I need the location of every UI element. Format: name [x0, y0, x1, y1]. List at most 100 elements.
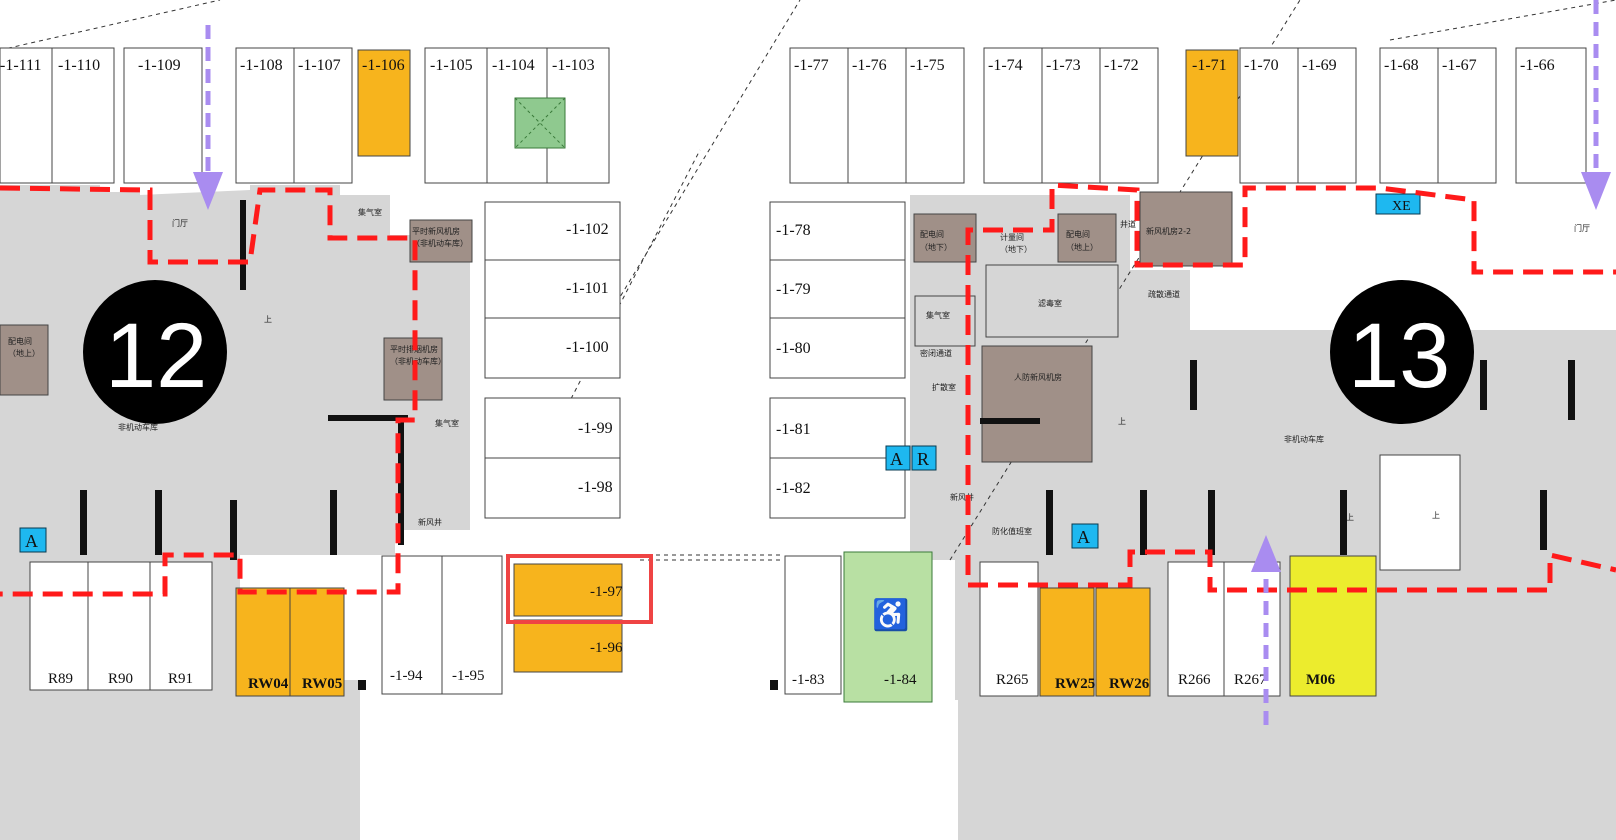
spot-label: -1-98 [578, 479, 613, 496]
parking-spot-highlighted[interactable] [235, 587, 291, 697]
room-label: 集气室 [358, 207, 382, 217]
route-line [0, 182, 1616, 597]
parking-spot-highlighted[interactable] [513, 619, 623, 673]
parking-spot[interactable] [1515, 47, 1587, 184]
spot-label: -1-81 [776, 421, 811, 438]
parking-spot[interactable] [1297, 47, 1357, 184]
parking-spot[interactable] [769, 317, 906, 379]
top-left-spot-row: -1-111 -1-110 -1-109 -1-108 -1-107 -1-10… [0, 47, 610, 184]
room-label: 疏散通道 [1148, 289, 1180, 299]
parking-spot[interactable] [0, 47, 53, 184]
spot-label: -1-66 [1520, 57, 1555, 74]
spot-label: R265 [996, 672, 1029, 688]
green-charging-spot[interactable] [514, 97, 566, 149]
parking-spot[interactable] [769, 457, 906, 519]
spot-label: -1-97 [590, 584, 623, 600]
zone-markers: 12 13 [83, 280, 1474, 424]
parking-spot-highlighted[interactable] [1039, 587, 1095, 697]
spot-label: -1-94 [390, 668, 423, 684]
parking-spot-motorcycle[interactable] [1289, 555, 1377, 697]
parking-spot[interactable] [769, 259, 906, 319]
room-label: 防化值班室 [992, 526, 1032, 536]
stair-up-label: 上 [264, 315, 272, 324]
parking-spot[interactable] [51, 47, 115, 184]
arrow-down-icon [1581, 172, 1611, 210]
parking-spot[interactable] [1437, 47, 1497, 184]
spot-label: RW26 [1109, 676, 1150, 692]
parking-spot[interactable] [1379, 47, 1439, 184]
marker-letter: A [890, 449, 903, 469]
parking-spot[interactable] [484, 457, 621, 519]
room-label: 扩散室 [932, 382, 956, 392]
room-label: 集气室 [435, 418, 459, 428]
parking-spot[interactable] [1223, 561, 1281, 697]
spot-label: -1-69 [1302, 57, 1337, 74]
spot-label: -1-95 [452, 668, 485, 684]
parking-spot[interactable] [484, 201, 621, 261]
selected-spot-frame[interactable] [506, 554, 653, 624]
parking-spot[interactable] [983, 47, 1043, 184]
room-label: 平时新风机房 [412, 226, 460, 236]
rooms: 门厅 门厅 集气室 平时新风机房 （非机动车库） 平时排烟机房 （非机动车库） … [0, 191, 1590, 571]
parking-spot[interactable] [1099, 47, 1159, 184]
room-label: 新风机房2-2 [1146, 226, 1191, 236]
parking-spot[interactable] [87, 561, 151, 691]
spot-label: -1-109 [138, 57, 181, 74]
parking-spot[interactable] [1167, 561, 1225, 697]
spot-label: RW25 [1055, 676, 1095, 692]
zone-number: 13 [1348, 305, 1450, 407]
spot-label: -1-102 [566, 221, 609, 238]
parking-spot[interactable] [789, 47, 849, 184]
parking-spot[interactable] [769, 397, 906, 459]
parking-spot[interactable] [784, 555, 842, 695]
left-building-side-spots: -1-102 -1-101 -1-100 -1-99 -1-98 [484, 201, 621, 519]
room-label: （地上） [1066, 242, 1098, 252]
spot-label: -1-96 [590, 640, 623, 656]
room-label: 门厅 [1574, 223, 1590, 233]
parking-spot[interactable] [441, 555, 503, 695]
spot-label: -1-77 [794, 57, 829, 74]
spot-label: -1-83 [792, 672, 825, 688]
parking-spot[interactable] [149, 561, 213, 691]
parking-spot[interactable] [293, 47, 353, 184]
parking-spot-highlighted[interactable] [289, 587, 345, 697]
parking-spot-highlighted[interactable] [357, 49, 411, 157]
parking-spot[interactable] [235, 47, 295, 184]
stair-up-label: 上 [1346, 513, 1354, 522]
parking-spot[interactable] [29, 561, 89, 691]
spot-label: -1-106 [362, 57, 405, 74]
spot-label: -1-67 [1442, 57, 1477, 74]
parking-spot-highlighted[interactable] [1185, 49, 1239, 157]
spot-label: -1-103 [552, 57, 595, 74]
zone-number: 12 [105, 305, 207, 407]
room-label: 非机动车库 [1284, 434, 1324, 444]
marker-letter: A [25, 531, 38, 551]
parking-spot[interactable] [484, 317, 621, 379]
accessible-spot[interactable] [843, 551, 933, 703]
spot-label: -1-79 [776, 281, 811, 298]
parking-spot[interactable] [381, 555, 443, 695]
bottom-right-spot-row: ♿ -1-83 -1-84 R265 RW25 RW26 R266 R267 M… [784, 551, 1377, 703]
room-label: 人防新风机房 [1014, 372, 1062, 382]
room-label: 非机动车库 [118, 422, 158, 432]
room-label: （非机动车库） [390, 356, 446, 366]
room-label: （地下） [1000, 244, 1032, 254]
parking-spot-highlighted[interactable] [513, 563, 623, 617]
spot-label: R266 [1178, 672, 1211, 688]
right-building-side-spots: -1-78 -1-79 -1-80 -1-81 -1-82 [769, 201, 906, 519]
parking-spot[interactable] [847, 47, 907, 184]
parking-spot[interactable] [484, 397, 621, 459]
stair-up-label: 上 [1432, 511, 1440, 520]
parking-spot[interactable] [769, 201, 906, 261]
marker-letter: R [917, 449, 929, 469]
room-label: 配电间 [8, 336, 32, 346]
parking-spot[interactable] [905, 47, 965, 184]
bottom-left-spot-row: R89 R90 R91 RW04 RW05 -1-94 -1-95 -1-97 … [29, 554, 653, 697]
parking-spot-highlighted[interactable] [1095, 587, 1151, 697]
parking-spot[interactable] [484, 259, 621, 319]
parking-spot[interactable] [123, 47, 203, 184]
spot-label: -1-80 [776, 340, 811, 357]
spot-label: M06 [1306, 672, 1336, 688]
spot-label: -1-75 [910, 57, 945, 74]
